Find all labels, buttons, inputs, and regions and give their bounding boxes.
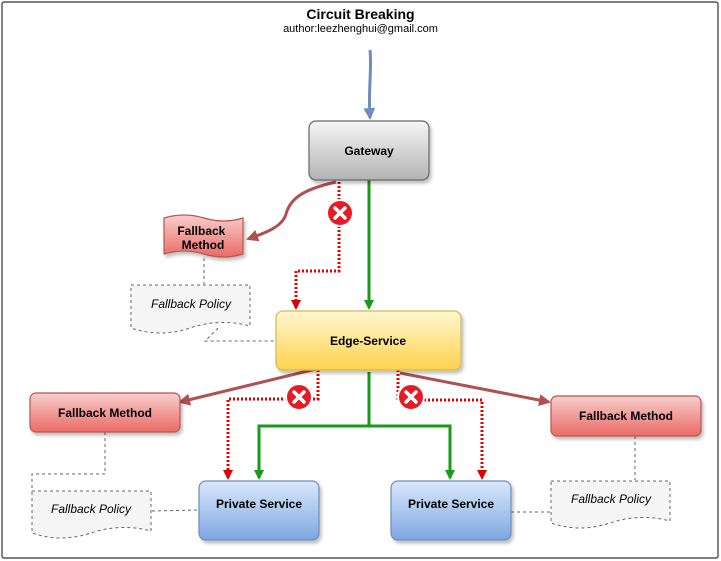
fallback-policy-right-node[interactable] xyxy=(550,480,671,529)
page-author: author:leezhenghui@gmail.com xyxy=(283,23,438,35)
edge-service-node[interactable] xyxy=(275,310,462,371)
circuit-open-x-icon xyxy=(326,199,354,227)
gateway-label: Gateway xyxy=(344,144,394,158)
private-service-left-label: Private Service xyxy=(216,497,302,511)
broken-edge-to-private-right xyxy=(396,370,487,480)
fallback-policy-top-label: Fallback Policy xyxy=(151,297,232,311)
fallback-policy-left-node[interactable] xyxy=(31,490,152,539)
gateway-node[interactable] xyxy=(308,120,430,181)
fallback-policy-top-node[interactable] xyxy=(130,284,251,334)
edge-service-label: Edge-Service xyxy=(330,334,406,348)
fallback-method-left-label: Fallback Method xyxy=(58,406,152,420)
private-service-right-label: Private Service xyxy=(408,497,494,511)
fallback-policy-right-label: Fallback Policy xyxy=(571,492,652,506)
circuit-open-x-icon xyxy=(397,383,425,411)
circuit-open-x-icon xyxy=(285,383,313,411)
broken-gateway-to-edge xyxy=(291,182,341,310)
fallback-gateway xyxy=(246,180,337,242)
fallback-policy-left-label: Fallback Policy xyxy=(51,502,132,516)
page-title: Circuit Breaking xyxy=(306,6,415,22)
fallback-method-top-label: Fallback Method xyxy=(177,224,228,252)
entry-arrow xyxy=(363,49,376,120)
path-edge-to-private-right xyxy=(369,424,455,480)
policy-connector-left-private xyxy=(151,509,199,512)
policy-connector-top xyxy=(203,258,275,342)
fallback-edge-right xyxy=(399,371,551,406)
fallback-edge-left xyxy=(178,367,317,406)
fallback-method-left-node[interactable] xyxy=(29,392,181,433)
path-edge-to-private-left xyxy=(254,372,371,480)
fallback-method-right-node[interactable] xyxy=(550,395,702,437)
fallback-method-top-node[interactable] xyxy=(163,214,244,258)
policy-connector-left xyxy=(31,432,106,492)
fallback-method-right-label: Fallback Method xyxy=(579,409,673,423)
private-service-right-node[interactable] xyxy=(390,480,512,541)
private-service-left-node[interactable] xyxy=(198,480,320,541)
broken-edge-to-private-left xyxy=(223,370,320,480)
